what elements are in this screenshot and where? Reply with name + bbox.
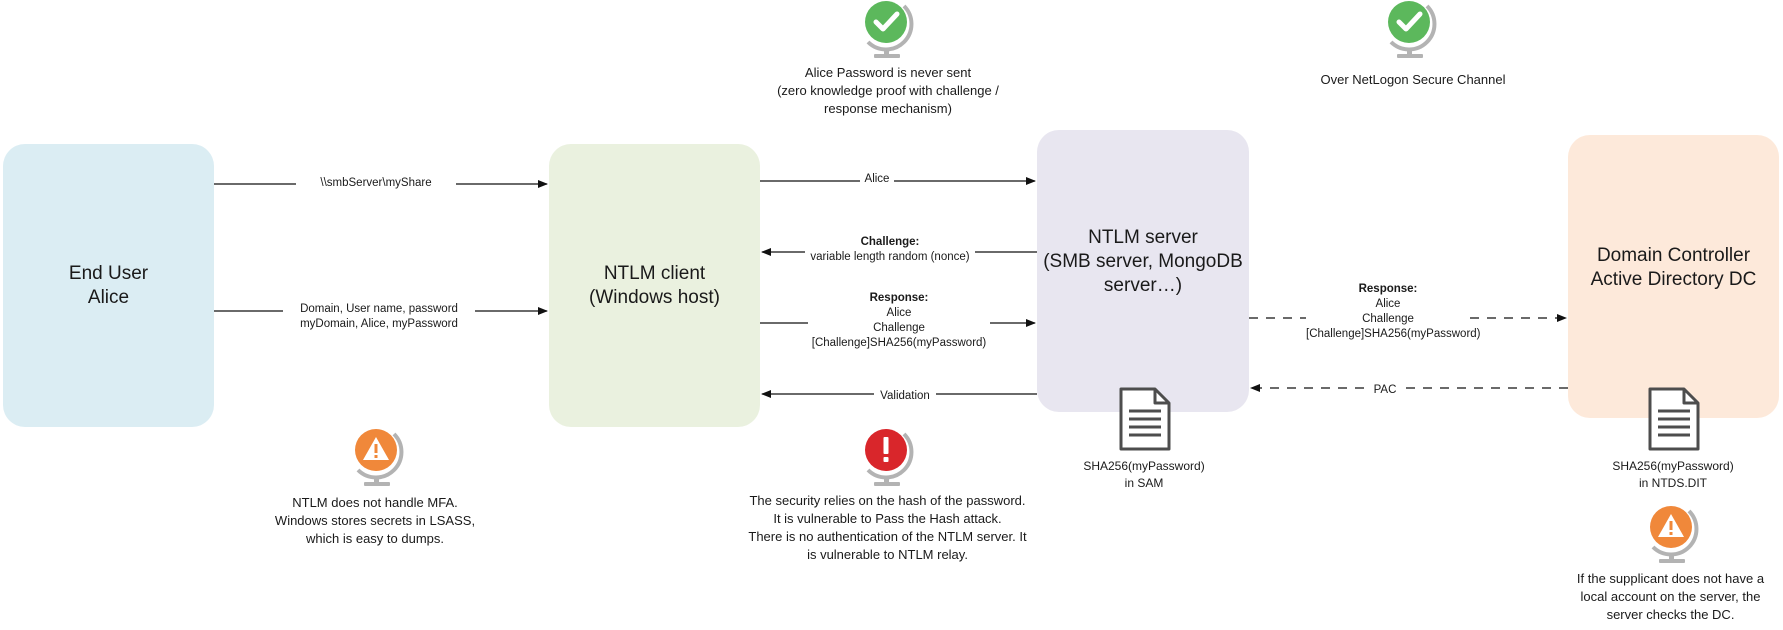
ntlm-server-line-3: server…) (1103, 275, 1183, 296)
mfa-line-3: which is easy to dumps. (305, 531, 444, 546)
ntlm-server-title: NTLM server (1088, 227, 1198, 248)
sam-caption-line-2: in SAM (1124, 476, 1164, 490)
response-dc-line-1: Alice (1375, 298, 1401, 310)
netlogon-line-1: Over NetLogon Secure Channel (1320, 72, 1506, 87)
document-icon (1119, 387, 1171, 451)
share-path-label: \\smbServer\myShare (296, 176, 456, 191)
warning-globe-icon (355, 429, 404, 486)
supplicant-line-2: local account on the server, the (1580, 589, 1761, 604)
supplicant-line-3: server checks the DC. (1606, 607, 1735, 622)
validation-label: Validation (874, 389, 936, 404)
response-dc-label: Response: Alice Challenge [Challenge]SHA… (1306, 282, 1481, 342)
mfa-note: NTLM does not handle MFA. Windows stores… (250, 494, 500, 548)
password-never-sent-note: Alice Password is never sent (zero knowl… (748, 64, 1028, 118)
supplicant-note: If the supplicant does not have a local … (1558, 570, 1783, 624)
response-client-line-3: [Challenge]SHA256(myPassword) (811, 337, 987, 349)
password-never-sent-line-1: Alice Password is never sent (804, 65, 972, 80)
end-user-node: End User Alice (3, 144, 214, 427)
challenge-text: variable length random (nonce) (810, 251, 970, 263)
ntlm-client-node: NTLM client (Windows host) (549, 144, 760, 427)
ntlm-server-line-2: (SMB server, MongoDB (1043, 251, 1243, 272)
alice-label: Alice (860, 172, 894, 187)
sam-caption: SHA256(myPassword) in SAM (1069, 458, 1219, 492)
response-client-label: Response: Alice Challenge [Challenge]SHA… (808, 291, 990, 351)
response-client-line-2: Challenge (873, 322, 925, 334)
security-line-3: There is no authentication of the NTLM s… (748, 529, 1027, 544)
response-client-line-1: Alice (886, 307, 912, 319)
credentials-label: Domain, User name, password myDomain, Al… (283, 302, 475, 332)
response-dc-title: Response: (1358, 283, 1418, 295)
response-dc-line-2: Challenge (1362, 313, 1414, 325)
check-globe-icon (865, 1, 914, 58)
error-globe-icon (865, 429, 914, 486)
credentials-line-2: myDomain, Alice, myPassword (300, 318, 458, 330)
credentials-line-1: Domain, User name, password (300, 303, 458, 315)
ntlm-server-node: NTLM server (SMB server, MongoDB server…… (1037, 130, 1249, 412)
supplicant-line-1: If the supplicant does not have a (1576, 571, 1765, 586)
password-never-sent-line-2: (zero knowledge proof with challenge / (777, 83, 999, 98)
ntds-caption-line-1: SHA256(myPassword) (1612, 459, 1734, 473)
security-note: The security relies on the hash of the p… (725, 492, 1050, 564)
ntlm-client-title: NTLM client (603, 262, 706, 284)
password-never-sent-line-3: response mechanism) (824, 101, 952, 116)
end-user-title: End User (68, 262, 149, 284)
challenge-label: Challenge: variable length random (nonce… (805, 235, 975, 265)
security-line-4: is vulnerable to NTLM relay. (807, 547, 968, 562)
domain-controller-node: Domain Controller Active Directory DC (1568, 135, 1779, 418)
mfa-line-1: NTLM does not handle MFA. (292, 495, 458, 510)
document-icon (1648, 387, 1700, 451)
pac-label: PAC (1370, 383, 1400, 398)
end-user-subtitle: Alice (87, 286, 130, 308)
ntds-caption-line-2: in NTDS.DIT (1638, 476, 1707, 490)
mfa-line-2: Windows stores secrets in LSASS, (274, 513, 476, 528)
check-globe-icon (1388, 1, 1437, 58)
domain-controller-title: Domain Controller (1596, 245, 1751, 266)
ntds-caption: SHA256(myPassword) in NTDS.DIT (1598, 458, 1748, 492)
security-line-1: The security relies on the hash of the p… (749, 493, 1026, 508)
response-dc-line-3: [Challenge]SHA256(myPassword) (1306, 328, 1481, 340)
security-line-2: It is vulnerable to Pass the Hash attack… (773, 511, 1002, 526)
sam-caption-line-1: SHA256(myPassword) (1083, 459, 1205, 473)
netlogon-note: Over NetLogon Secure Channel (1288, 71, 1538, 89)
domain-controller-subtitle: Active Directory DC (1590, 269, 1757, 290)
ntlm-client-subtitle: (Windows host) (589, 286, 720, 308)
challenge-title: Challenge: (860, 236, 920, 248)
warning-globe-icon (1650, 506, 1699, 563)
response-client-title: Response: (869, 292, 929, 304)
